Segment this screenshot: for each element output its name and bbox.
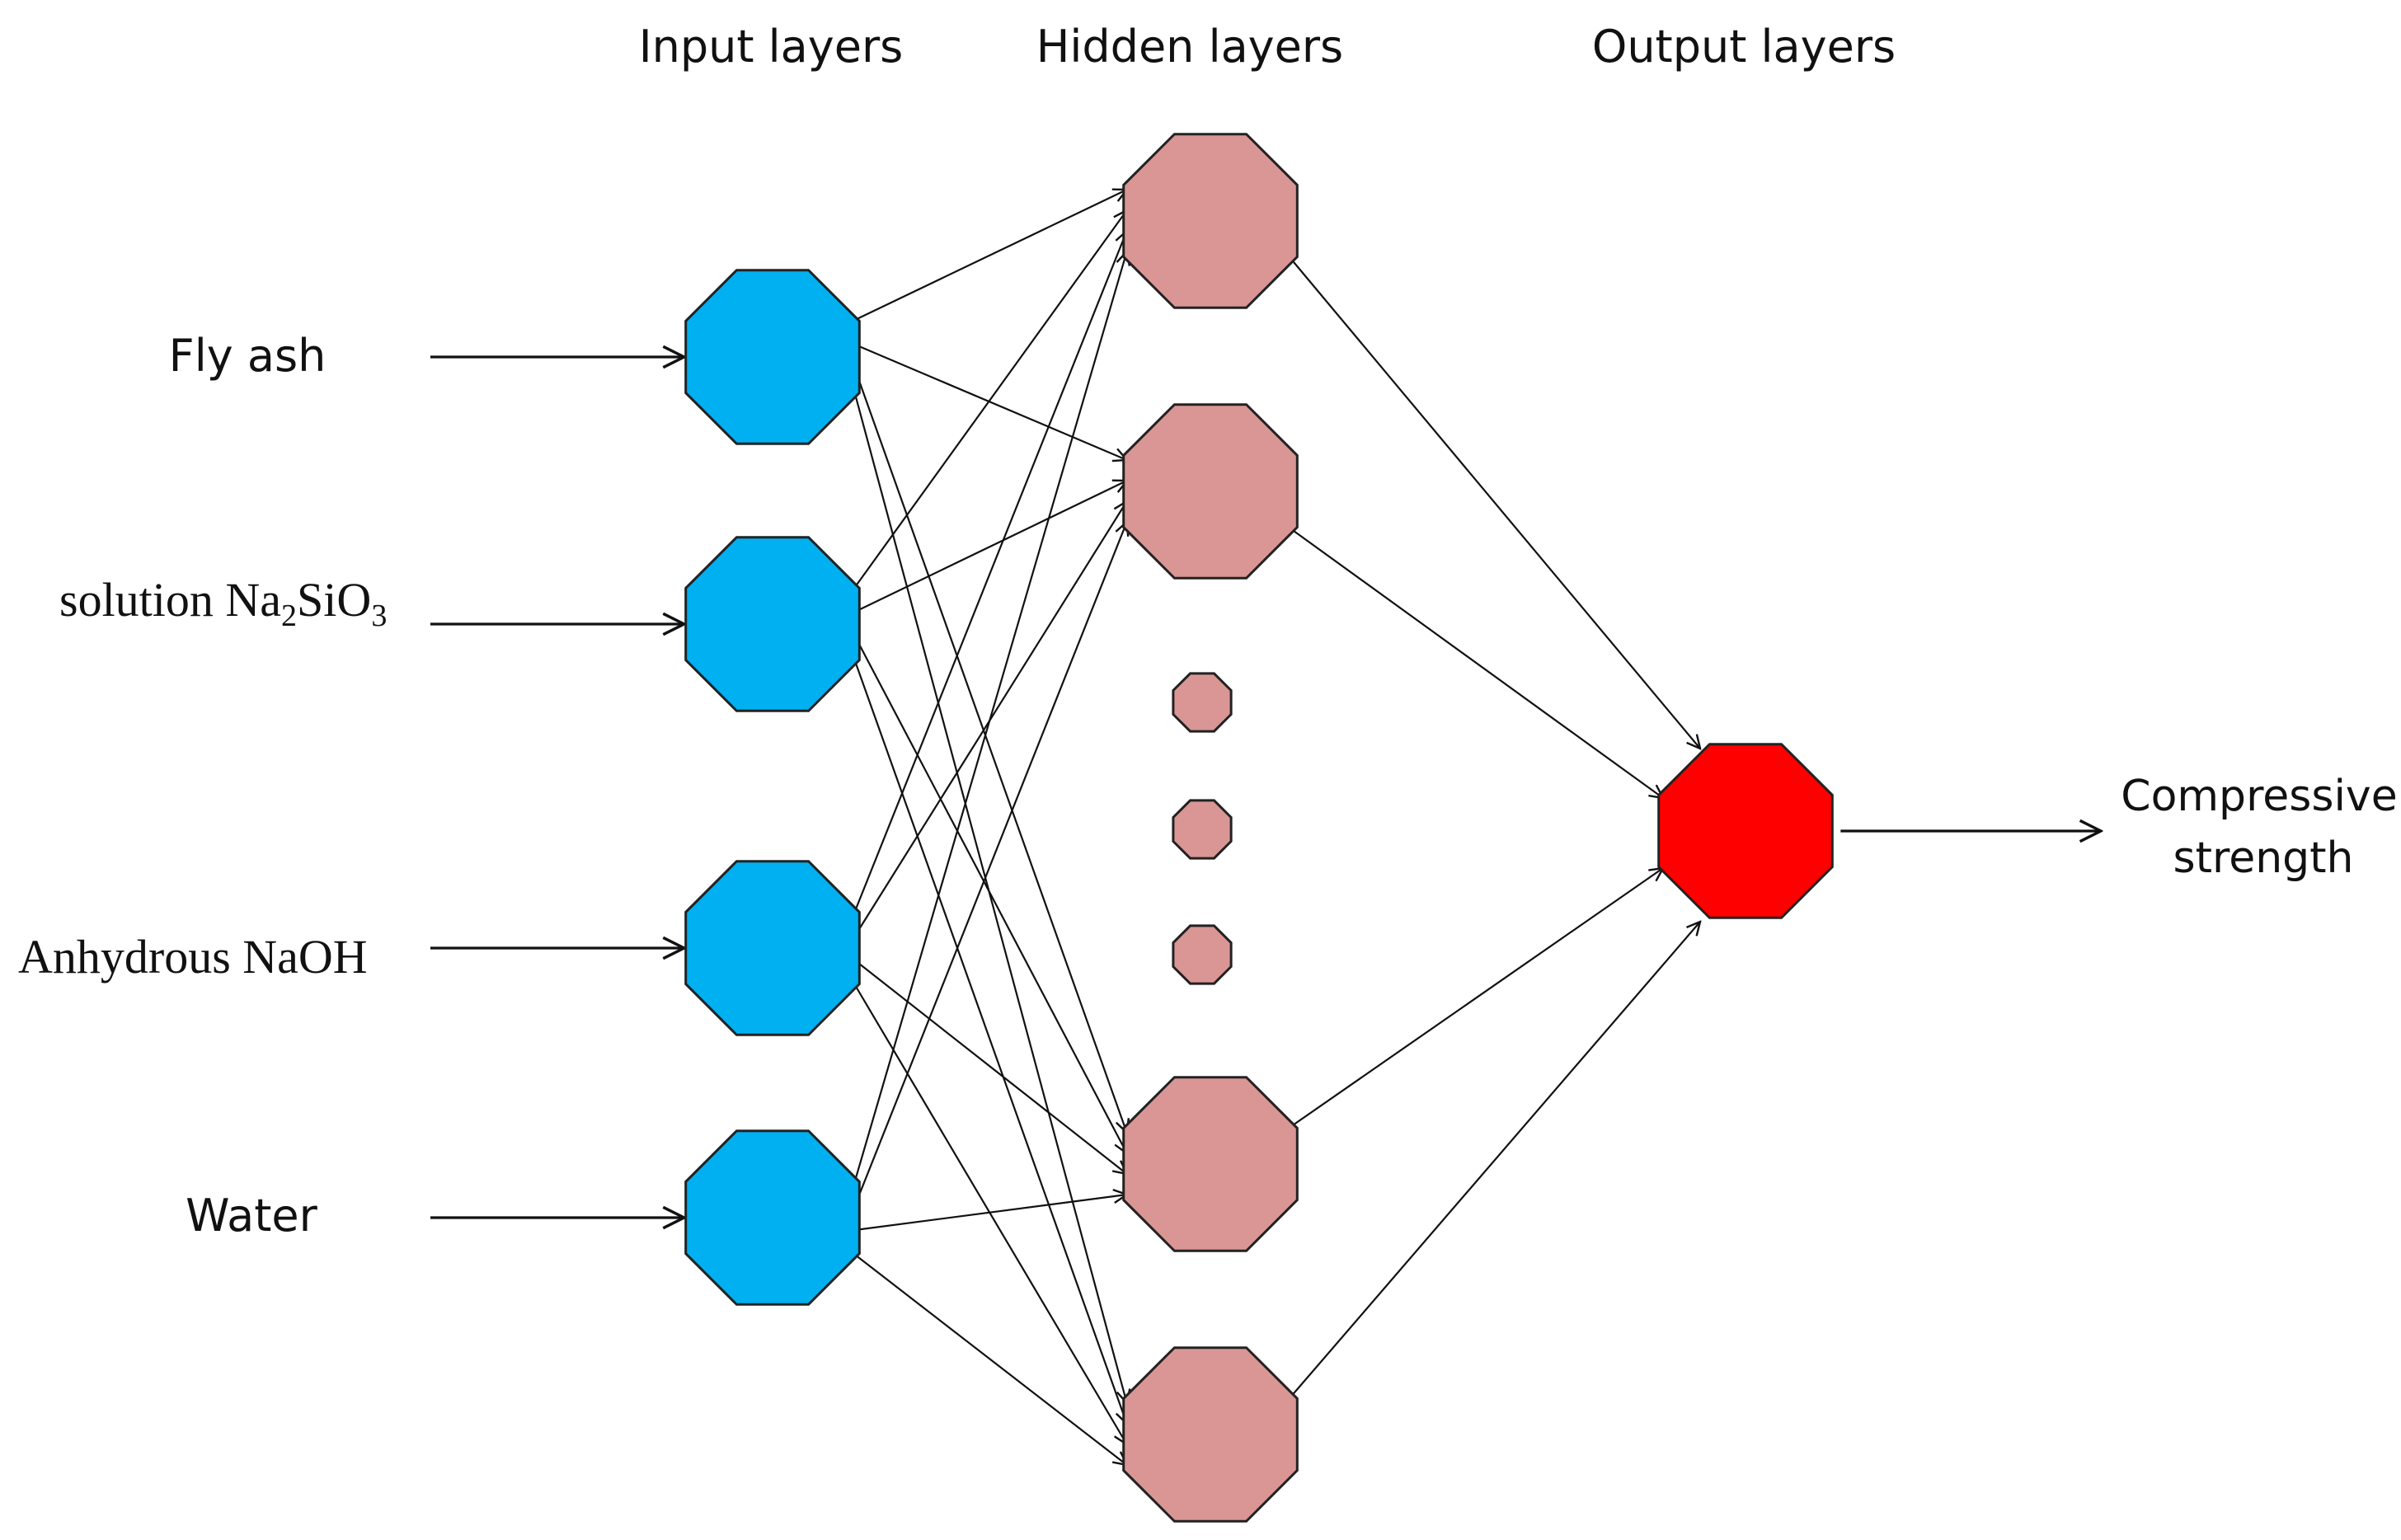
- edge-hidden-3-output: [1290, 922, 1700, 1398]
- hidden-ellipsis-dot-2: [1172, 924, 1233, 985]
- edge-input-3-hidden-0: [854, 251, 1127, 1181]
- edge-input-0-hidden-2: [854, 369, 1127, 1133]
- edge-input-1-hidden-2: [854, 636, 1127, 1153]
- input-layers-header: Input layers: [639, 21, 904, 73]
- edge-input-3-hidden-2: [854, 1195, 1127, 1232]
- nodes-group: [684, 133, 1834, 1523]
- edge-input-0-hidden-0: [854, 190, 1127, 321]
- output-layers-header: Output layers: [1592, 21, 1896, 73]
- na2sio3-text-part2: SiO: [297, 573, 371, 627]
- input-label-fly-ash: Fly ash: [169, 330, 327, 382]
- input-arrows-group: [430, 357, 2101, 1218]
- input-label-water: Water: [186, 1190, 317, 1242]
- input-label-anhydrous-naoh: Anhydrous NaOH: [18, 930, 368, 984]
- edge-input-2-hidden-3: [854, 984, 1127, 1444]
- hidden-node-3: [1122, 1346, 1299, 1523]
- edge-input-1-hidden-0: [854, 210, 1127, 588]
- edge-input-3-hidden-1: [854, 522, 1127, 1206]
- edge-input-1-hidden-3: [854, 660, 1127, 1424]
- input-node-1: [684, 536, 861, 712]
- hidden-node-2: [1122, 1076, 1299, 1252]
- input-node-3: [684, 1129, 861, 1306]
- edge-hidden-0-output: [1290, 257, 1700, 749]
- na2sio3-sub1: 2: [281, 599, 297, 633]
- edge-hidden-2-output: [1290, 868, 1663, 1128]
- edge-input-2-hidden-2: [854, 960, 1127, 1174]
- input-label-na2sio3: solution Na2SiO3: [59, 573, 387, 633]
- edge-input-0-hidden-1: [854, 343, 1127, 460]
- edge-hidden-1-output: [1290, 528, 1663, 798]
- na2sio3-text-part1: solution Na: [59, 573, 281, 627]
- edge-input-2-hidden-0: [854, 231, 1127, 912]
- output-label-line2: strength: [2173, 833, 2353, 883]
- output-label-line1: Compressive: [2121, 772, 2397, 821]
- input-node-2: [684, 860, 861, 1036]
- hidden-node-1: [1122, 403, 1299, 580]
- hidden-node-0: [1122, 133, 1299, 309]
- hidden-ellipsis-dot-1: [1172, 799, 1233, 860]
- hidden-layers-header: Hidden layers: [1036, 21, 1343, 73]
- hidden-ellipsis-dot-0: [1172, 672, 1233, 733]
- edge-input-1-hidden-1: [854, 481, 1127, 613]
- na2sio3-sub2: 3: [371, 599, 387, 633]
- edge-input-3-hidden-3: [854, 1254, 1127, 1465]
- edge-input-0-hidden-3: [853, 393, 1127, 1403]
- output-node: [1657, 743, 1834, 919]
- input-node-0: [684, 269, 861, 445]
- connections-group: [853, 190, 1700, 1465]
